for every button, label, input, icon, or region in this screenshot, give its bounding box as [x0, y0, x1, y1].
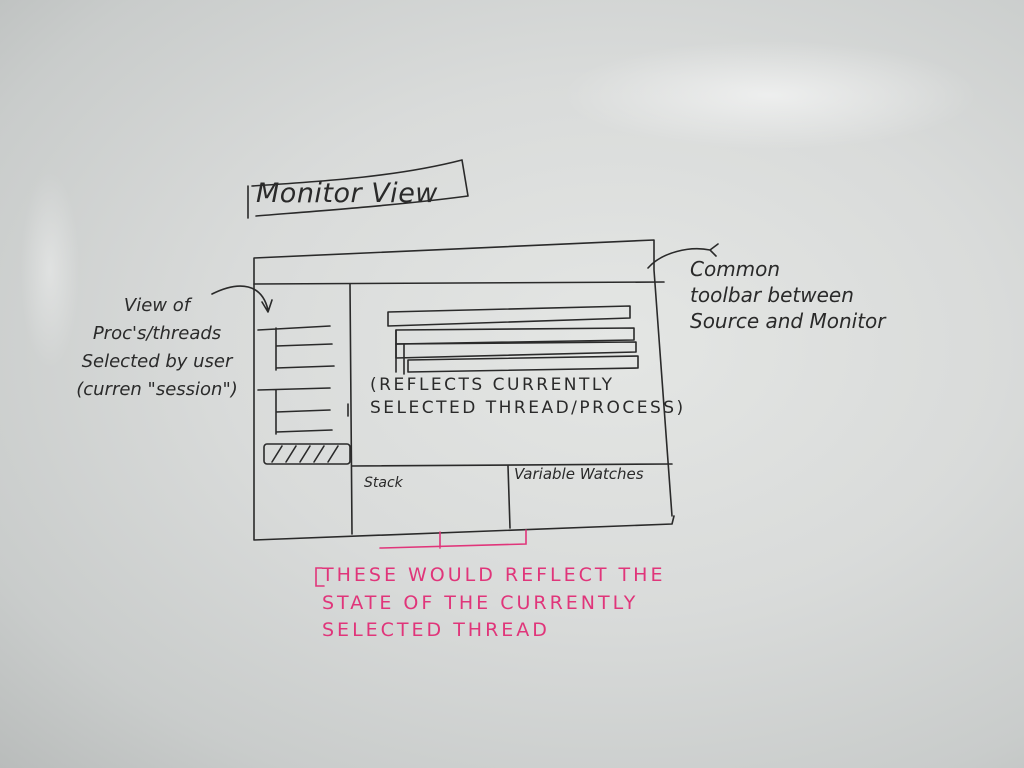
toolbar-line: [253, 281, 665, 285]
right-annotation: Common toolbar between Source and Monito…: [690, 257, 886, 333]
bottom-annotation: THESE WOULD REFLECT THE STATE OF THE CUR…: [322, 564, 666, 642]
title-box: [247, 159, 469, 219]
content-bar-3: [395, 341, 637, 359]
diagram-title: Monitor View: [256, 178, 438, 209]
tree-group-2: [257, 387, 333, 435]
pink-bracket: [315, 529, 527, 587]
left-annotation: View of Proc's/threads Selected by user …: [76, 295, 238, 400]
stack-panel-label: Stack: [364, 475, 403, 491]
center-annotation: (REFLECTS CURRENTLY SELECTED THREAD/PROC…: [370, 375, 686, 418]
bottom-split-line: [351, 463, 673, 467]
left-arrow: [211, 285, 273, 313]
bottom-vertical-divider: [507, 465, 511, 529]
hatched-selection: [263, 443, 351, 465]
whiteboard-glare-left: [20, 170, 80, 370]
content-bar-4: [407, 355, 639, 373]
window-frame: [253, 239, 675, 541]
right-arrow: [647, 243, 719, 269]
tree-group-1: [257, 325, 335, 371]
left-panel-divider: [349, 283, 353, 535]
content-bar-1: [387, 305, 631, 327]
variable-watches-label: Variable Watches: [514, 465, 644, 483]
content-bar-indent: [395, 329, 405, 375]
